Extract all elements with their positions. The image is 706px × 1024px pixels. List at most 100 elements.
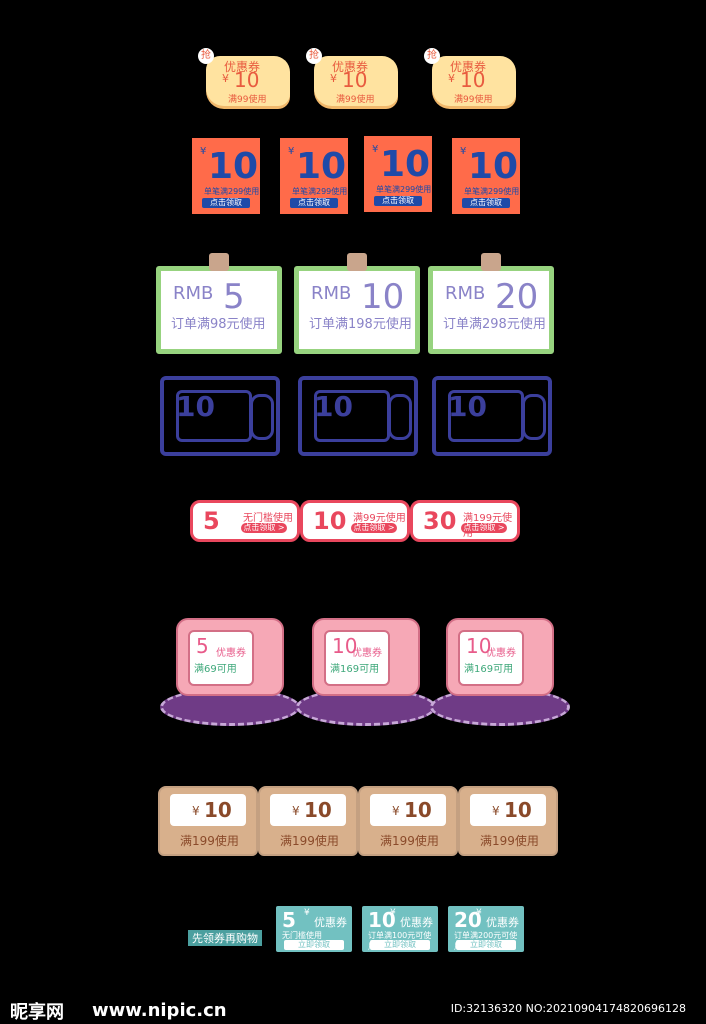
- yen-symbol: ¥: [492, 804, 500, 818]
- green-coupon-2[interactable]: RMB 10 订单满198元使用: [294, 253, 420, 354]
- green-coupon-1[interactable]: RMB 5 订单满98元使用: [156, 253, 282, 354]
- red-tag-2[interactable]: 10 满99元使用 点击领取 >: [300, 500, 410, 542]
- blue-coupon-1[interactable]: 10: [160, 376, 280, 456]
- envelope-coupon-3[interactable]: ¥ 10 满199使用: [358, 786, 458, 856]
- watermark-logo: 昵享网: [10, 1002, 64, 1023]
- orange-coupon-1[interactable]: ¥ 10 单笔满299使用 点击领取: [192, 138, 260, 214]
- coupon-amount: 10: [313, 507, 347, 535]
- coupon-paper: ¥ 10: [170, 794, 246, 826]
- watermark-bar: 昵享网 www.nipic.cn ID:32136320 NO:20210904…: [0, 996, 706, 1024]
- coupon-title: 优惠券: [216, 648, 246, 659]
- tv-coupon-3[interactable]: 10 优惠券 满169可用: [446, 618, 554, 696]
- coupon-amount: 10: [332, 634, 358, 658]
- side-label: [388, 394, 412, 440]
- yen-symbol: ¥: [390, 908, 396, 918]
- badge: 抢: [198, 48, 214, 64]
- tv-coupon-2[interactable]: 10 优惠券 满169可用: [312, 618, 420, 696]
- coupon-condition: 单笔满299使用: [204, 187, 260, 196]
- claim-button[interactable]: 立即领取: [284, 940, 344, 950]
- coupon-title: 优惠券: [486, 648, 516, 659]
- coupon-condition: 满199使用: [280, 834, 339, 848]
- yen-symbol: ¥: [292, 804, 300, 818]
- yellow-coupon-3[interactable]: 抢 优惠券 ¥ 10 满99使用: [424, 48, 516, 106]
- coupon-condition: 满169可用: [330, 664, 380, 675]
- coupon-amount: 10: [208, 146, 259, 187]
- blue-coupon-3[interactable]: 10: [432, 376, 552, 456]
- coupon-title: 优惠券: [314, 916, 347, 929]
- coupon-condition: 满199元使用: [463, 513, 513, 539]
- coupon-amount: 10: [204, 798, 232, 822]
- coupon-amount: 5: [196, 634, 209, 658]
- yen-symbol: ¥: [200, 146, 207, 157]
- watermark-id: ID:32136320 NO:20210904174820696128: [450, 1002, 686, 1015]
- coupon-title: 优惠券: [224, 60, 261, 74]
- teal-coupon-3[interactable]: 20 ¥ 优惠券 订单满200元可使用 立即领取: [448, 906, 524, 952]
- yen-symbol: ¥: [330, 72, 337, 85]
- claim-button[interactable]: 点击领取 >: [351, 523, 397, 533]
- tv-screen: 5 优惠券 满69可用: [188, 630, 254, 686]
- yen-symbol: ¥: [222, 72, 229, 85]
- claim-button[interactable]: 立即领取: [370, 940, 430, 950]
- yen-symbol: ¥: [460, 146, 467, 157]
- coupon-condition: 满99元使用: [353, 513, 406, 524]
- coupon-amount: 10: [404, 798, 432, 822]
- envelope-coupon-2[interactable]: ¥ 10 满199使用: [258, 786, 358, 856]
- coupon-amount: 20: [454, 908, 482, 932]
- yen-symbol: ¥: [372, 144, 379, 155]
- badge: 抢: [306, 48, 322, 64]
- coupon-condition: 无门槛使用: [282, 931, 322, 940]
- yen-symbol: ¥: [392, 804, 400, 818]
- coupon-amount: 10: [304, 798, 332, 822]
- orange-coupon-2[interactable]: ¥ 10 单笔满299使用 点击领取: [280, 138, 348, 214]
- claim-button[interactable]: 点击领取: [290, 198, 338, 208]
- claim-button[interactable]: 点击领取: [374, 196, 422, 206]
- orange-coupon-4[interactable]: ¥ 10 单笔满299使用 点击领取: [452, 138, 520, 214]
- coupon-condition: 无门槛使用: [243, 513, 293, 524]
- coupon-title: 优惠券: [486, 916, 519, 929]
- red-tag-3[interactable]: 30 满199元使用 点击领取 >: [410, 500, 520, 542]
- tv-screen: 10 优惠券 满169可用: [458, 630, 524, 686]
- clip-icon: [481, 253, 501, 271]
- coupon-condition: 订单满198元使用: [309, 317, 412, 332]
- coupon-amount: 10: [314, 390, 353, 423]
- coupon-condition: 订单满98元使用: [171, 317, 266, 332]
- coupon-condition: 满99使用: [228, 95, 267, 105]
- green-coupon-3[interactable]: RMB 20 订单满298元使用: [428, 253, 554, 354]
- side-label: [522, 394, 546, 440]
- yellow-coupon-2[interactable]: 抢 优惠券 ¥ 10 满99使用: [306, 48, 398, 106]
- rmb-label: RMB: [173, 283, 214, 304]
- tv-screen: 10 优惠券 满169可用: [324, 630, 390, 686]
- coupon-condition: 单笔满299使用: [376, 185, 432, 194]
- envelope-coupon-4[interactable]: ¥ 10 满199使用: [458, 786, 558, 856]
- coupon-paper: ¥ 10: [370, 794, 446, 826]
- orange-coupon-3[interactable]: ¥ 10 单笔满299使用 点击领取: [364, 136, 432, 212]
- coupon-condition: 单笔满299使用: [292, 187, 348, 196]
- teal-coupon-2[interactable]: 10 ¥ 优惠券 订单满100元可使用 立即领取: [362, 906, 438, 952]
- coupon-title: 优惠券: [450, 60, 487, 74]
- coupon-condition: 满199使用: [380, 834, 439, 848]
- coupon-amount: 5: [203, 507, 220, 535]
- envelope-coupon-1[interactable]: ¥ 10 满199使用: [158, 786, 258, 856]
- coupon-title: 优惠券: [352, 648, 382, 659]
- coupon-condition: 单笔满299使用: [464, 187, 520, 196]
- claim-button[interactable]: 点击领取: [202, 198, 250, 208]
- yen-symbol: ¥: [476, 908, 482, 918]
- tv-coupon-1[interactable]: 5 优惠券 满69可用: [176, 618, 284, 696]
- red-tag-1[interactable]: 5 无门槛使用 点击领取 >: [190, 500, 300, 542]
- side-label: [250, 394, 274, 440]
- coupon-amount: 5: [223, 277, 245, 317]
- claim-button[interactable]: 点击领取: [462, 198, 510, 208]
- coupon-amount: 10: [460, 68, 486, 92]
- claim-button[interactable]: 点击领取 >: [461, 523, 507, 533]
- claim-button[interactable]: 立即领取: [456, 940, 516, 950]
- yellow-coupon-1[interactable]: 抢 优惠券 ¥ 10 满99使用: [198, 48, 290, 106]
- coupon-condition: 满69可用: [194, 664, 237, 675]
- clip-icon: [347, 253, 367, 271]
- coupon-amount: 10: [504, 798, 532, 822]
- yen-symbol: ¥: [192, 804, 200, 818]
- coupon-amount: 10: [296, 146, 347, 187]
- teal-coupon-1[interactable]: 5 ¥ 优惠券 无门槛使用 立即领取: [276, 906, 352, 952]
- claim-button[interactable]: 点击领取 >: [241, 523, 287, 533]
- blue-coupon-2[interactable]: 10: [298, 376, 418, 456]
- rmb-label: RMB: [311, 283, 352, 304]
